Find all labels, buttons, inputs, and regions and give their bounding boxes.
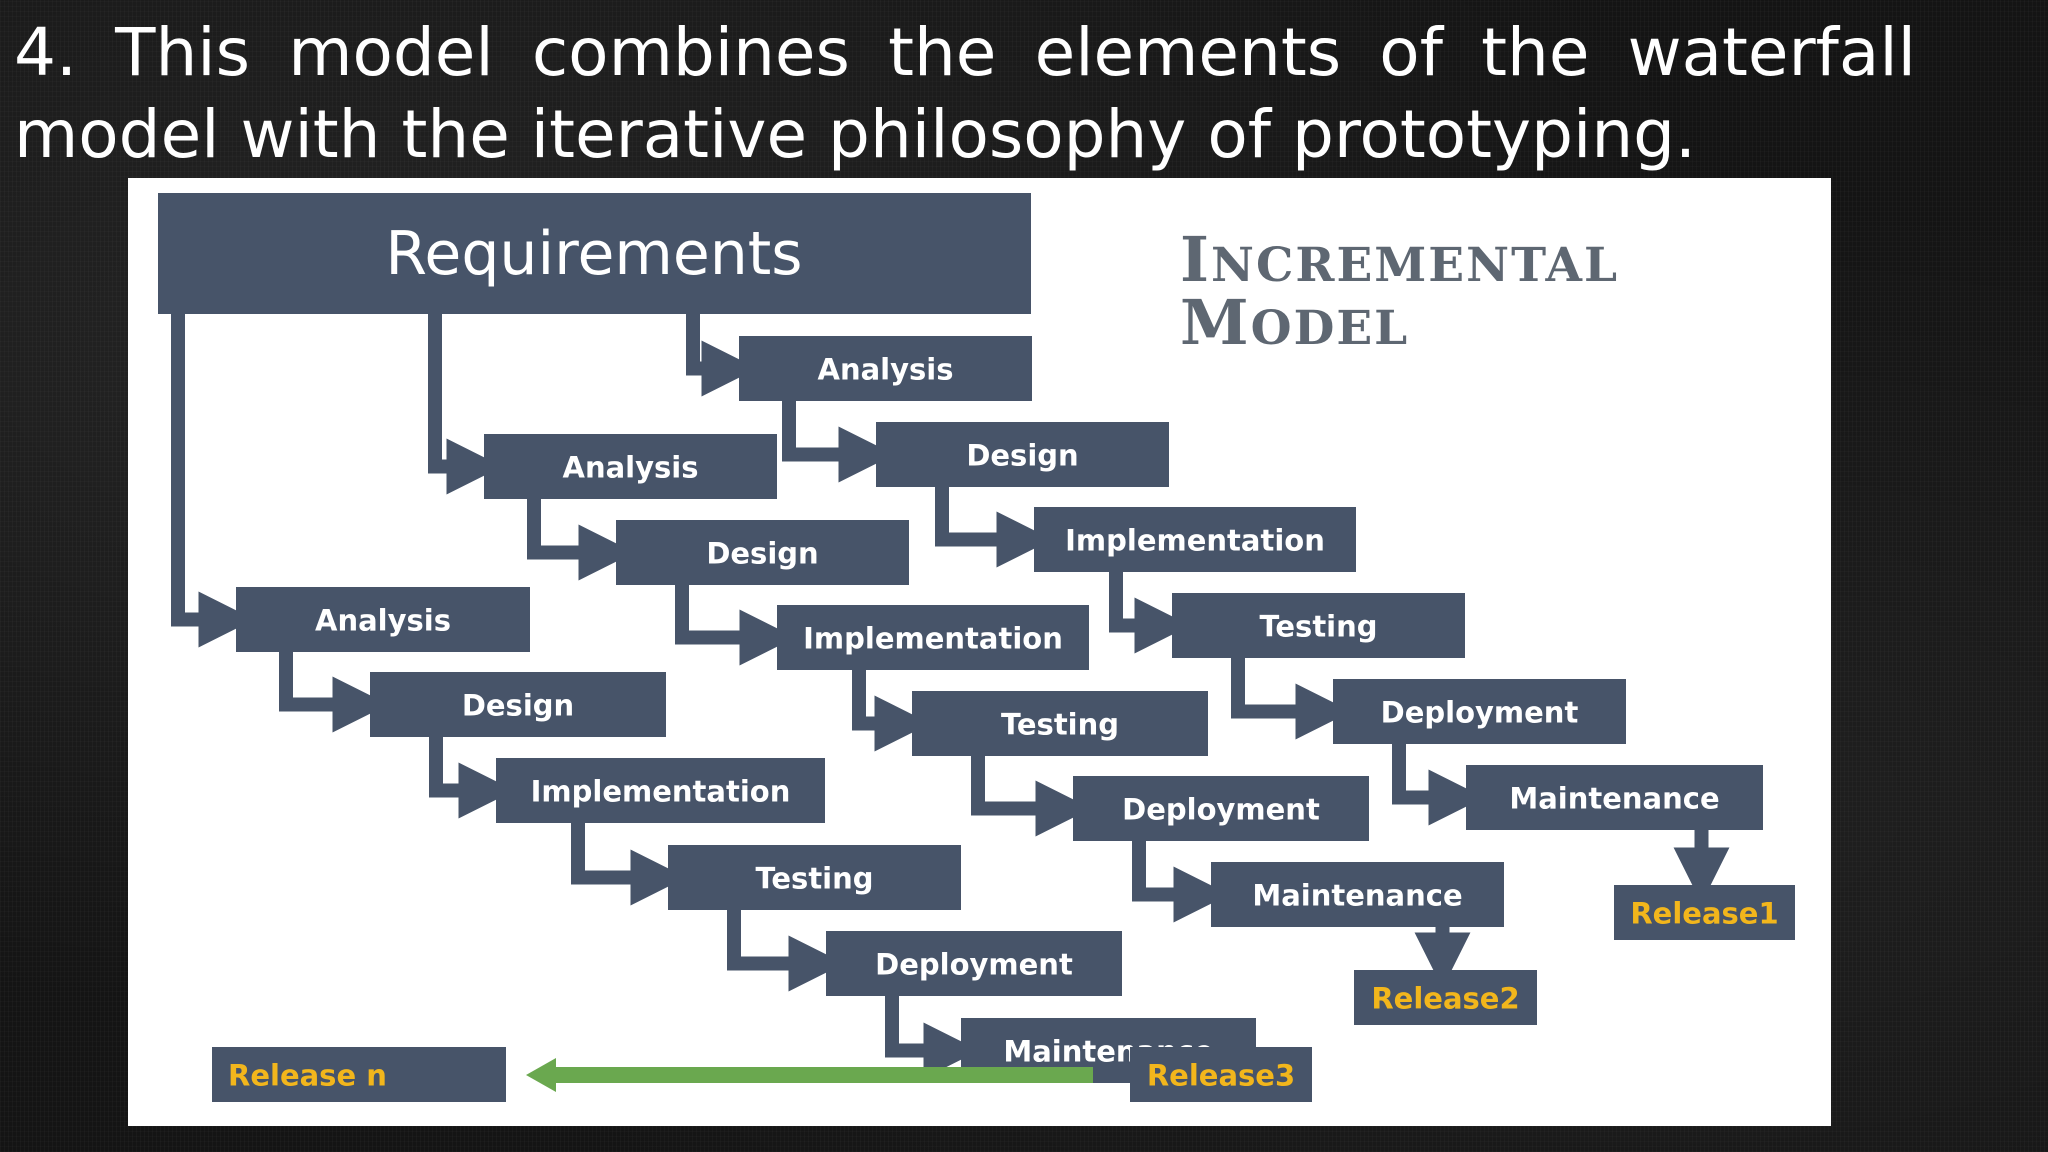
connector-requirements-to-analysis-2: [428, 314, 503, 495]
stage-label-deployment-3: Deployment: [1381, 696, 1579, 730]
stage-box-analysis-1: [236, 587, 530, 652]
release-box-1: [1130, 1047, 1312, 1102]
stage-label-implementation-2: Implementation: [803, 622, 1063, 656]
connector-deployment-to-maintenance-1: [885, 996, 980, 1079]
connector-analysis-to-design-2: [527, 499, 635, 581]
box-layer: RequirementsAnalysisDesignImplementation…: [158, 193, 1795, 1102]
connector-layer: [171, 314, 1730, 1083]
stage-box-design-2: [616, 520, 909, 585]
release-label-release2: Release2: [1371, 982, 1519, 1016]
stage-label-maintenance-2: Maintenance: [1252, 879, 1462, 913]
connector-testing-to-deployment-3: [1231, 658, 1352, 740]
stage-label-analysis-1: Analysis: [315, 604, 451, 638]
stage-box-testing-2: [912, 691, 1208, 756]
green-arrow-shaft: [553, 1067, 1093, 1083]
stage-label-maintenance-3: Maintenance: [1509, 782, 1719, 816]
stage-label-implementation-3: Implementation: [1065, 524, 1325, 558]
release-n-label: Release n: [228, 1059, 387, 1093]
release-label-release3: Release3: [1147, 1059, 1295, 1093]
connector-design-to-implementation-2: [675, 585, 796, 666]
stage-label-implementation-1: Implementation: [531, 775, 791, 809]
release-box-3: [1614, 885, 1795, 940]
stage-box-implementation-3: [1034, 507, 1356, 572]
connector-requirements-to-analysis-1: [171, 314, 255, 648]
connector-deployment-to-maintenance-3: [1392, 744, 1485, 826]
connector-analysis-to-design-3: [782, 401, 895, 483]
stage-label-testing-2: Testing: [1001, 708, 1119, 742]
stage-box-analysis-3: [739, 336, 1032, 401]
release-n-box: [212, 1047, 506, 1102]
stage-box-design-1: [370, 672, 666, 737]
stage-box-maintenance-3: [1466, 765, 1763, 830]
stage-box-deployment-1: [826, 931, 1122, 996]
connector-design-to-implementation-1: [429, 737, 515, 819]
stage-label-deployment-1: Deployment: [875, 948, 1073, 982]
stage-box-testing-3: [1172, 593, 1465, 658]
requirements-box: [158, 193, 1031, 314]
stage-label-design-3: Design: [966, 439, 1078, 473]
stage-box-implementation-1: [496, 758, 825, 823]
stage-label-deployment-2: Deployment: [1122, 793, 1320, 827]
stage-box-deployment-3: [1333, 679, 1626, 744]
requirements-label: Requirements: [385, 219, 802, 289]
diagram-canvas: RequirementsAnalysisDesignImplementation…: [158, 193, 1795, 1102]
connector-testing-to-deployment-2: [971, 756, 1092, 837]
stage-box-design-3: [876, 422, 1169, 487]
connector-implementation-to-testing-2: [852, 670, 931, 752]
connector-implementation-to-testing-1: [571, 823, 687, 906]
stage-label-design-1: Design: [462, 689, 574, 723]
stage-box-testing-1: [668, 845, 961, 910]
stage-label-analysis-3: Analysis: [818, 353, 954, 387]
connector-testing-to-deployment-1: [727, 910, 845, 992]
slide-heading: 4. This model combines the elements of t…: [14, 14, 1916, 173]
stage-label-testing-3: Testing: [1259, 610, 1377, 644]
stage-box-implementation-2: [777, 605, 1089, 670]
connector-deployment-to-maintenance-2: [1132, 841, 1230, 923]
stage-box-maintenance-2: [1211, 862, 1504, 927]
release-box-2: [1354, 970, 1537, 1025]
green-arrow-head: [526, 1058, 556, 1092]
stage-box-analysis-2: [484, 434, 777, 499]
diagram-title-line-1: INCREMENTAL: [1180, 223, 1619, 296]
connector-analysis-to-design-1: [279, 652, 389, 733]
connector-design-to-implementation-3: [935, 487, 1053, 568]
stage-label-analysis-2: Analysis: [563, 451, 699, 485]
stage-label-testing-1: Testing: [755, 862, 873, 896]
diagram-title-line-2: MODEL: [1180, 286, 1409, 359]
connector-requirements-to-analysis-3: [686, 314, 758, 397]
release-label-release1: Release1: [1630, 897, 1778, 931]
stage-label-design-2: Design: [706, 537, 818, 571]
stage-box-deployment-2: [1073, 776, 1369, 841]
connector-implementation-to-testing-3: [1109, 572, 1191, 654]
